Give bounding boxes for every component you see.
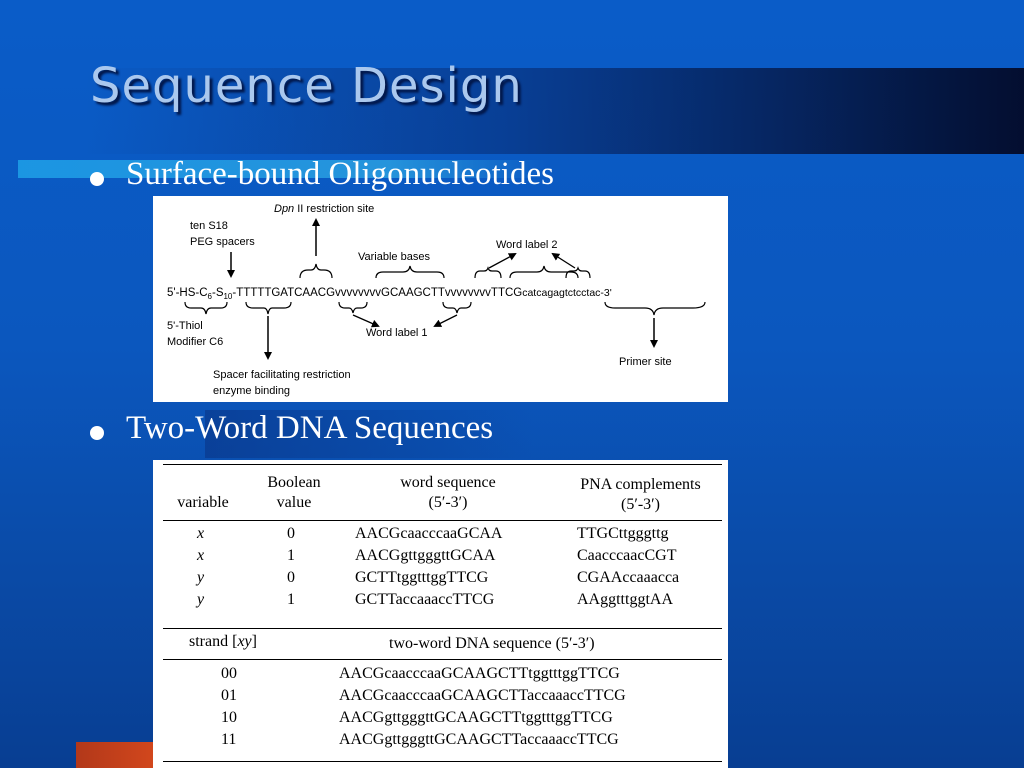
header-boolean-value: value bbox=[276, 494, 312, 511]
word1-brace-left bbox=[338, 301, 368, 314]
word1-brace-right bbox=[442, 301, 472, 314]
word-label-1: Word label 1 bbox=[366, 327, 428, 339]
slide-title: Sequence Design bbox=[90, 58, 523, 114]
header-boolean: Boolean bbox=[267, 474, 321, 491]
strand-sequence: AACGcaacccaaGCAAGCTTaccaaaccTTCG bbox=[339, 687, 626, 704]
header-pna-direction: (5′-3′) bbox=[621, 496, 660, 513]
table-header-rule bbox=[163, 520, 722, 521]
row-variable: y bbox=[197, 569, 205, 586]
row-word-sequence: AACGcaacccaaGCAA bbox=[355, 525, 503, 542]
word2-arrow-right bbox=[551, 252, 576, 269]
header-pna: PNA complements bbox=[580, 476, 701, 493]
strand-id: 10 bbox=[221, 709, 237, 726]
two-word-header: two-word DNA sequence (5′-3′) bbox=[389, 635, 595, 652]
row-value: 0 bbox=[287, 525, 295, 542]
dpn-brace bbox=[299, 263, 333, 279]
strand-id: 11 bbox=[221, 731, 237, 748]
header-word-direction: (5′-3′) bbox=[428, 494, 468, 511]
variable-bases-label: Variable bases bbox=[358, 251, 430, 263]
bullet-dot-1 bbox=[90, 172, 104, 186]
oligo-diagram: Dpn II restriction site ten S18 PEG spac… bbox=[167, 203, 706, 397]
primer-brace bbox=[604, 301, 706, 316]
row-value: 1 bbox=[287, 591, 295, 608]
oligo-sequence: 5'-HS-C6-S10-TTTTTGATCAACGvvvvvvvvGCAAGC… bbox=[167, 287, 612, 301]
strand-sequence: AACGgttgggttGCAAGCTTtggtttggTTCG bbox=[339, 709, 613, 726]
word1-arrow-left bbox=[352, 314, 380, 328]
table-top-rule bbox=[163, 464, 722, 465]
corner-accent bbox=[76, 742, 154, 768]
thiol-label-2: Modifier C6 bbox=[167, 336, 223, 348]
row-variable: y bbox=[197, 591, 205, 608]
spacer-label-1: Spacer facilitating restriction bbox=[213, 369, 351, 381]
thiol-label-1: 5'-Thiol bbox=[167, 320, 203, 332]
spacers-label-1: ten S18 bbox=[190, 220, 228, 232]
word1-arrow-right bbox=[433, 314, 458, 327]
bullet-surface-bound: Surface-bound Oligonucleotides bbox=[126, 156, 554, 192]
row-word-sequence: GCTTaccaaaccTTCG bbox=[355, 591, 495, 608]
row-pna-complement: AAggtttggtAA bbox=[577, 591, 673, 608]
row-word-sequence: GCTTtggtttggTTCG bbox=[355, 569, 489, 586]
oligonucleotide-figure: Dpn II restriction site ten S18 PEG spac… bbox=[153, 196, 728, 402]
table-strand-rule bbox=[163, 659, 722, 660]
word2-arrow-left bbox=[488, 253, 517, 269]
variable-brace-1 bbox=[375, 265, 445, 279]
title-band bbox=[85, 68, 1024, 154]
accent-band bbox=[18, 160, 548, 178]
strand-header: strand [xy] bbox=[189, 633, 257, 650]
word2-brace-right bbox=[565, 266, 591, 279]
dpn-label: Dpn II restriction site bbox=[274, 203, 374, 215]
spacer-brace bbox=[245, 301, 292, 315]
row-value: 1 bbox=[287, 547, 295, 564]
row-variable: x bbox=[197, 525, 205, 542]
bullet-dot-2 bbox=[90, 426, 104, 440]
header-variable: variable bbox=[177, 494, 229, 511]
word-label-2: Word label 2 bbox=[496, 239, 558, 251]
bullet-two-word: Two-Word DNA Sequences bbox=[126, 410, 494, 446]
spacers-label-2: PEG spacers bbox=[190, 236, 255, 248]
row-pna-complement: TTGCttgggttg bbox=[577, 525, 669, 542]
row-pna-complement: CGAAccaaacca bbox=[577, 569, 680, 586]
thiol-brace bbox=[184, 301, 228, 315]
row-value: 0 bbox=[287, 569, 295, 586]
strand-sequence: AACGcaacccaaGCAAGCTTtggtttggTTCG bbox=[339, 665, 620, 682]
row-variable: x bbox=[197, 547, 205, 564]
primer-label: Primer site bbox=[619, 356, 672, 368]
shadow-band bbox=[205, 410, 535, 458]
spacer-label-2: enzyme binding bbox=[213, 385, 290, 397]
strand-id: 01 bbox=[221, 687, 237, 704]
sequence-table: variable Boolean value word sequence (5′… bbox=[153, 460, 728, 768]
strand-sequence: AACGgttgggttGCAAGCTTaccaaaccTTCG bbox=[339, 731, 619, 748]
variable-brace-2 bbox=[509, 265, 579, 279]
table-mid-rule bbox=[163, 628, 722, 629]
header-word-sequence: word sequence bbox=[400, 474, 496, 491]
table-bottom-rule bbox=[163, 761, 722, 762]
row-pna-complement: CaacccaacCGT bbox=[577, 547, 677, 564]
word2-brace-left bbox=[474, 266, 502, 279]
row-word-sequence: AACGgttgggttGCAA bbox=[355, 547, 496, 564]
strand-id: 00 bbox=[221, 665, 237, 682]
